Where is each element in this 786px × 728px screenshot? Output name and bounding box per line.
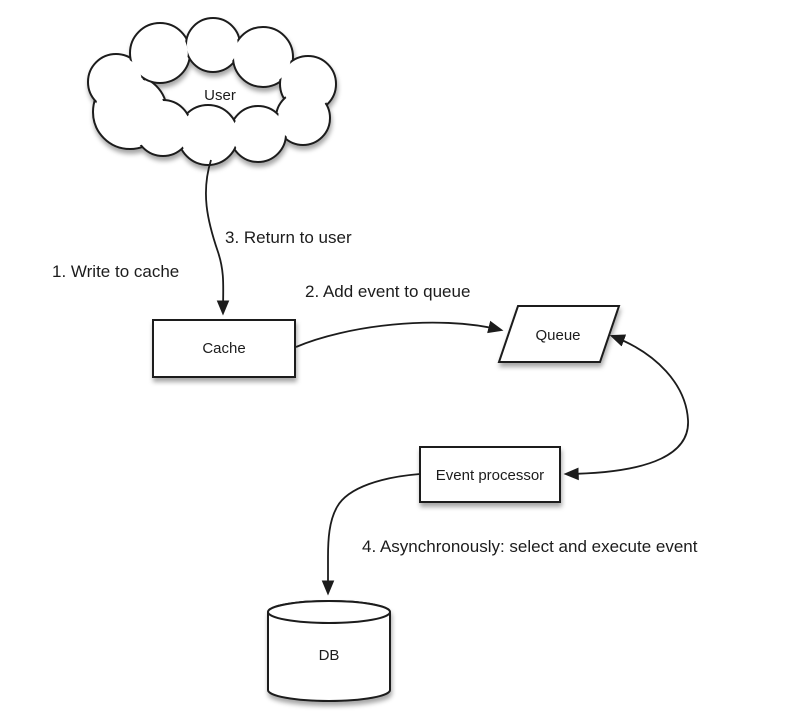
cache-label: Cache bbox=[202, 340, 245, 357]
db-label: DB bbox=[319, 647, 340, 664]
edge-label-step-2: 2. Add event to queue bbox=[305, 282, 470, 301]
event-processor-node bbox=[419, 446, 561, 503]
edge-label-step-3: 3. Return to user bbox=[225, 228, 352, 247]
edge-label-step-4: 4. Asynchronously: select and execute ev… bbox=[362, 537, 698, 556]
edge-label-step-1: 1. Write to cache bbox=[52, 262, 179, 281]
db-node bbox=[267, 600, 391, 702]
edge-user-to-cache bbox=[205, 159, 230, 316]
cache-node bbox=[152, 319, 296, 378]
event-processor-label: Event processor bbox=[436, 467, 544, 484]
edge-cache-to-queue bbox=[295, 320, 504, 348]
edge-queue-event-processor bbox=[563, 334, 689, 481]
cloud-inner-fill bbox=[90, 20, 334, 163]
user-label: User bbox=[204, 87, 236, 104]
queue-label: Queue bbox=[535, 327, 580, 344]
edge-event-processor-to-db bbox=[321, 473, 421, 596]
user-cloud-node bbox=[87, 17, 337, 166]
db-cylinder-top bbox=[267, 600, 391, 624]
